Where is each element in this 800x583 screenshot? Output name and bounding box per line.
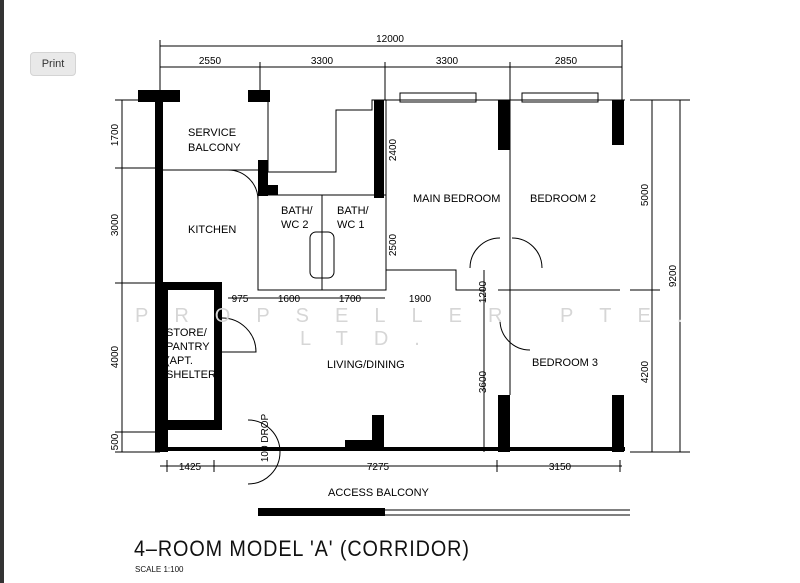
- dim-total-depth: 9200: [668, 264, 679, 287]
- thin-walls: [163, 92, 630, 516]
- room-label-store: (APT.: [166, 355, 193, 367]
- dim-bottom: 7275: [367, 462, 390, 473]
- dim-inner: 3600: [478, 370, 489, 393]
- room-label-bath-2: WC 2: [281, 219, 309, 231]
- room-label-access-balcony: ACCESS BALCONY: [328, 487, 430, 499]
- room-label-bedroom-3: BEDROOM 3: [532, 357, 598, 369]
- dim-top: 3300: [436, 56, 459, 67]
- dim-inner: 1200: [478, 280, 489, 303]
- dim-bottom: 3150: [549, 462, 572, 473]
- dim-middle: 1700: [339, 294, 362, 305]
- room-label-living-dining: LIVING/DINING: [327, 359, 405, 371]
- watermark: PROPSELLER PTE.: [135, 305, 708, 327]
- room-label-bath-1: BATH/: [337, 205, 370, 217]
- dim-inner: 2400: [388, 138, 399, 161]
- dim-middle: 1600: [278, 294, 301, 305]
- room-label-bath-2: BATH/: [281, 205, 314, 217]
- dim-bottom: 1425: [179, 462, 202, 473]
- plan-scale: SCALE 1:100: [135, 565, 184, 574]
- walls: [138, 90, 625, 516]
- dim-left: 4000: [110, 345, 121, 368]
- window-edge: [0, 0, 4, 583]
- dim-middle: 1900: [409, 294, 432, 305]
- dimension-lines: [115, 40, 690, 472]
- print-button[interactable]: Print: [30, 52, 76, 76]
- dim-top: 2550: [199, 56, 222, 67]
- room-label-store: PANTRY: [166, 341, 210, 353]
- room-label-bedroom-2: BEDROOM 2: [530, 193, 596, 205]
- dim-left: 3000: [110, 213, 121, 236]
- dim-right: 5000: [640, 183, 651, 206]
- dim-middle: 975: [232, 294, 249, 305]
- room-label-store: SHELTER): [166, 369, 220, 381]
- dim-total-width: 12000: [376, 34, 404, 45]
- room-label-kitchen: KITCHEN: [188, 224, 236, 236]
- room-label-service-balcony: SERVICE: [188, 127, 236, 139]
- dim-top: 3300: [311, 56, 334, 67]
- dim-left: 500: [110, 433, 121, 450]
- dim-right: 4200: [640, 360, 651, 383]
- room-label-bath-1: WC 1: [337, 219, 365, 231]
- room-label-store: STORE/: [166, 327, 208, 339]
- dim-left: 1700: [110, 123, 121, 146]
- room-label-main-bedroom: MAIN BEDROOM: [413, 193, 500, 205]
- watermark-line-2: LTD.: [300, 328, 446, 350]
- dim-top: 2850: [555, 56, 578, 67]
- plan-title: 4–ROOM MODEL 'A' (CORRIDOR): [134, 536, 470, 561]
- dim-inner: 2500: [388, 233, 399, 256]
- room-label-service-balcony: BALCONY: [188, 142, 241, 154]
- drop-label: 100 DROP: [260, 413, 271, 462]
